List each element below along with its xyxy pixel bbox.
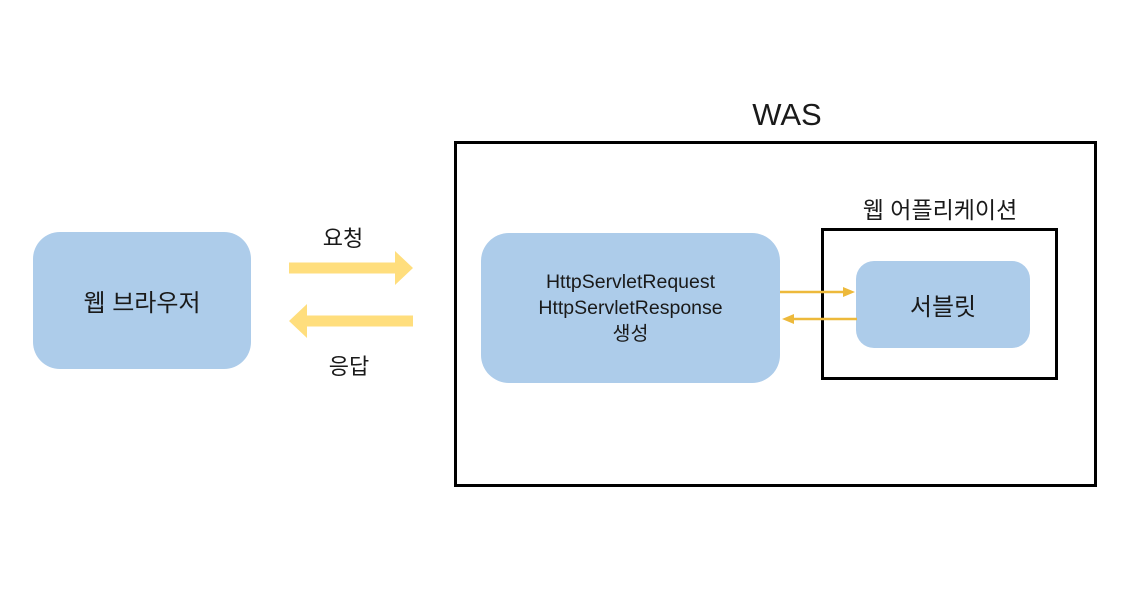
response-arrow-icon [289,304,413,338]
request-arrow-icon [289,251,413,285]
web-browser-label: 웹 브라우저 [83,290,201,317]
was-title: WAS [752,97,822,132]
request-label: 요청 [322,226,364,251]
http-servlet-line-3: 생성 [612,323,649,345]
servlet-box: 서블릿 [856,261,1030,348]
servlet-label: 서블릿 [909,294,977,321]
servlet-request-arrow-icon [780,287,855,297]
response-label: 응답 [328,354,370,379]
web-application-title: 웹 어플리케이션 [862,197,1018,223]
http-servlet-line-1: HttpServletRequest [545,271,716,293]
web-application-container [821,228,1058,380]
http-servlet-box: HttpServletRequest HttpServletResponse 생… [481,233,780,383]
http-servlet-line-2: HttpServletResponse [538,297,723,319]
servlet-response-arrow-icon [782,314,857,324]
was-container [454,141,1097,487]
web-browser-box: 웹 브라우저 [33,232,251,369]
